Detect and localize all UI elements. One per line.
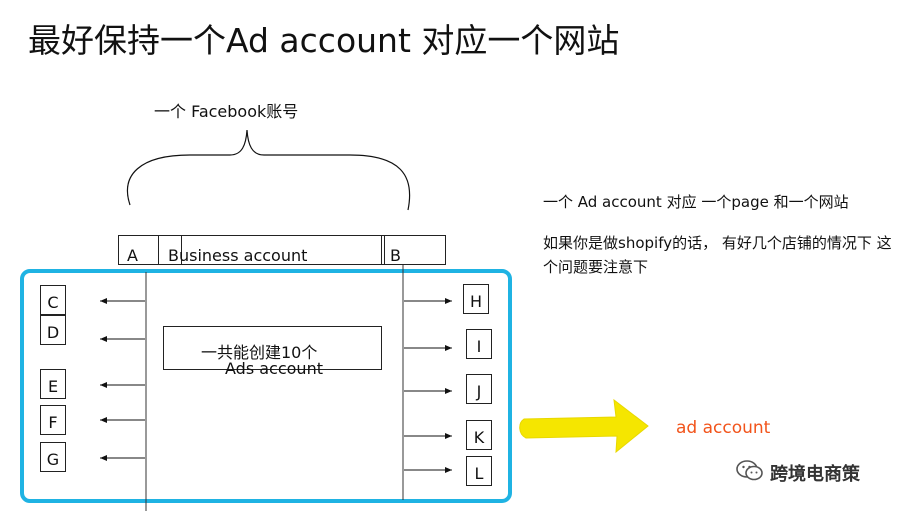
yellow-arrow-icon — [519, 398, 649, 454]
ads-limit-line2: Ads account — [225, 359, 323, 378]
bar-label-b: B — [390, 246, 401, 265]
slide-title: 最好保持一个Ad account 对应一个网站 — [28, 21, 620, 60]
business-account-bar — [118, 235, 446, 265]
box-label: G — [46, 450, 60, 469]
box-label: C — [47, 293, 59, 312]
box-label: L — [474, 464, 484, 483]
ad-account-box-h: H — [463, 284, 489, 314]
bar-label-business-account: Business account — [168, 246, 308, 265]
facebook-account-label: 一个 Facebook账号 — [154, 102, 299, 121]
ad-account-box-g: G — [40, 442, 66, 472]
ad-account-box-c: C — [40, 285, 66, 315]
curly-brace — [126, 129, 411, 211]
ads-container-frame — [20, 269, 512, 503]
box-label: E — [47, 377, 59, 396]
ad-account-box-i: I — [466, 329, 492, 359]
note-shopify-warning: 如果你是做shopify的话， 有好几个店铺的情况下 这个问题要注意下 — [543, 234, 892, 276]
ad-account-box-e: E — [40, 369, 66, 399]
ad-account-label: ad account — [676, 418, 771, 438]
ads-limit-line1: 一共能创建10个 — [201, 343, 318, 362]
bar-divider-left — [158, 235, 182, 265]
box-label: D — [46, 323, 60, 342]
box-label: K — [473, 428, 485, 447]
bar-label-a: A — [127, 246, 138, 265]
box-label: J — [476, 382, 482, 401]
note-one-account-one-site: 一个 Ad account 对应 一个page 和一个网站 — [543, 193, 849, 211]
box-label: I — [476, 337, 482, 356]
box-label: F — [48, 413, 58, 432]
ad-account-box-l: L — [466, 456, 492, 486]
box-label: H — [469, 292, 483, 311]
wechat-icon — [736, 460, 763, 481]
watermark-text: 跨境电商策 — [770, 464, 860, 485]
ad-account-box-d: D — [40, 315, 66, 345]
ads-account-limit-box — [163, 326, 382, 370]
ad-account-box-k: K — [466, 420, 492, 450]
bar-divider-right — [381, 235, 385, 265]
ad-account-box-j: J — [466, 374, 492, 404]
ad-account-box-f: F — [40, 405, 66, 435]
